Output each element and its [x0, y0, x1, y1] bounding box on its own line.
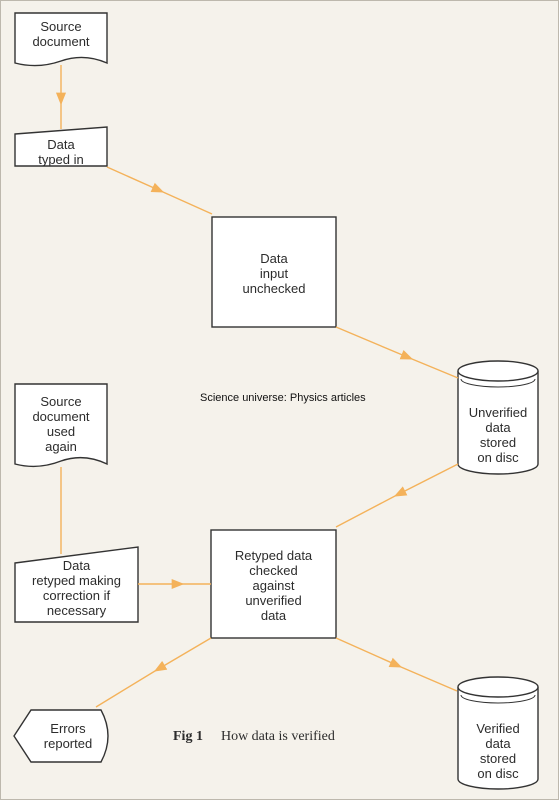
line-input-to-disc-cont: [411, 358, 459, 379]
arrow-disc-to-check: [393, 463, 459, 497]
arrow-input-to-disc: [335, 326, 414, 360]
data-typed-in-shape: [14, 126, 108, 167]
source-document-shape: [14, 12, 108, 67]
figure-title: How data is verified: [220, 729, 335, 744]
line-disc-to-check-cont: [335, 495, 396, 528]
source-document-again-shape: [14, 383, 108, 468]
figure-number: Fig 1: [173, 729, 203, 744]
line-typed-to-input-cont: [162, 191, 213, 215]
watermark-text: Science universe: Physics articles: [200, 392, 366, 404]
arrow-check-to-verified: [335, 637, 403, 668]
line-check-to-errors-cont: [95, 670, 156, 708]
line-check-to-verified-cont: [400, 666, 458, 692]
figure-caption: Fig 1 How data is verified: [173, 729, 335, 745]
arrow-check-to-errors: [153, 637, 212, 672]
data-input-unchecked-shape: [211, 216, 337, 328]
errors-reported-shape: [13, 709, 109, 763]
arrow-typed-to-input: [106, 166, 165, 193]
verified-disc-shape: [457, 676, 539, 790]
unverified-disc-shape: [457, 360, 539, 475]
retyped-checked-shape: [210, 529, 337, 639]
data-retyped-shape: [14, 546, 139, 623]
